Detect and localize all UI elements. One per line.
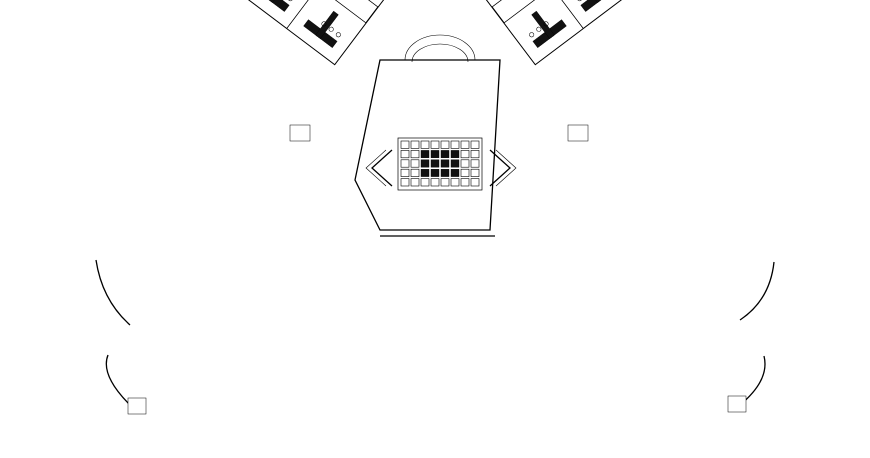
atrium-cell [440, 159, 450, 168]
stairs-right-top [567, 124, 589, 142]
atrium-cell [410, 168, 420, 177]
atrium-cell [420, 178, 430, 187]
desk [531, 10, 555, 39]
atrium-cell [400, 168, 410, 177]
chair [543, 21, 549, 27]
atrium-cell [420, 168, 430, 177]
atrium-cell [460, 178, 470, 187]
atrium-cell [420, 140, 430, 149]
stairs-right-bottom [727, 395, 747, 413]
stairs-left-top [289, 124, 311, 142]
atrium-cell [440, 178, 450, 187]
atrium-cell [450, 150, 460, 158]
atrium-cell [470, 159, 480, 168]
office-room [551, 0, 632, 29]
right-end-curve [739, 261, 775, 406]
atrium-cell [400, 159, 410, 168]
atrium-cell [450, 168, 460, 177]
atrium-cell [420, 159, 430, 168]
atrium-cell [470, 150, 480, 159]
chair [287, 0, 293, 2]
chair [536, 26, 542, 32]
atrium-cell [400, 150, 410, 159]
right-wing [459, 0, 870, 66]
atrium-cell [450, 178, 460, 187]
atrium-cell [430, 168, 440, 177]
atrium-grid [397, 137, 483, 191]
atrium-cell [470, 140, 480, 149]
atrium-cell [450, 140, 460, 149]
atrium-cell [470, 168, 480, 177]
atrium-cell [460, 159, 470, 168]
desk [267, 0, 291, 3]
office-room [238, 0, 319, 29]
atrium-cell [460, 150, 470, 159]
central-lobby [354, 34, 501, 237]
atrium-cell [430, 159, 440, 168]
chair [328, 26, 334, 32]
desk [579, 0, 603, 3]
atrium-cell [430, 178, 440, 187]
atrium-cell [400, 140, 410, 149]
atrium-cell [410, 150, 420, 159]
atrium-cell [420, 150, 430, 158]
chair [577, 0, 583, 2]
atrium-cell [410, 159, 420, 168]
chair [321, 21, 327, 27]
atrium-cell [430, 140, 440, 149]
atrium-cell [450, 159, 460, 168]
atrium-cell [440, 168, 450, 177]
atrium-cell [410, 178, 420, 187]
atrium-cell [470, 178, 480, 187]
lobby-chevron-left [365, 149, 393, 187]
left-end-curve [95, 259, 131, 406]
atrium-cell [440, 150, 450, 158]
atrium-cell [440, 140, 450, 149]
left-wing [0, 0, 411, 66]
stairs-left-bottom [127, 397, 147, 415]
desk [315, 10, 339, 39]
chair [335, 32, 341, 38]
atrium-cell [460, 168, 470, 177]
atrium-cell [460, 140, 470, 149]
chair [529, 32, 535, 38]
lobby-chevron-right [489, 149, 517, 187]
atrium-cell [410, 140, 420, 149]
atrium-cell [430, 150, 440, 158]
atrium-cell [400, 178, 410, 187]
